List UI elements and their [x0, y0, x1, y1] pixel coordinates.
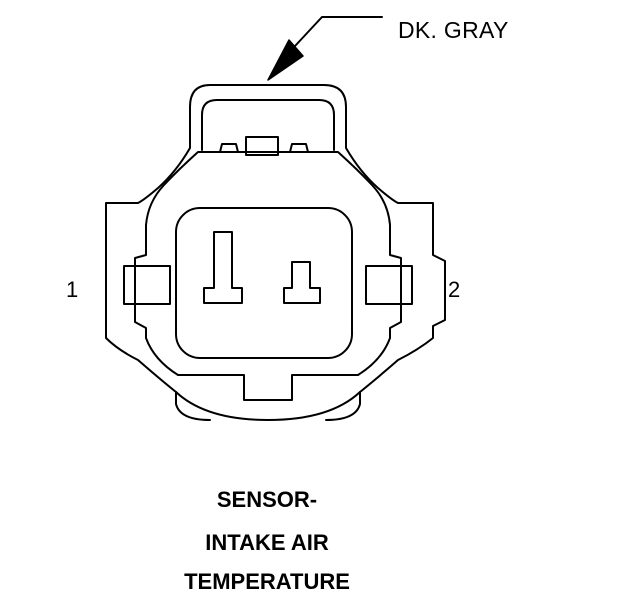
pin-label-2: 2 [448, 277, 461, 302]
latch-outline [201, 99, 335, 151]
bottom-tab [175, 391, 361, 421]
component-title-line-2: INTAKE AIR [205, 530, 329, 555]
component-title-line-3: TEMPERATURE [184, 569, 350, 594]
latch-tab-left [219, 143, 239, 153]
connector-housing-inner [134, 151, 402, 401]
latch-key [245, 136, 279, 156]
component-title-line-1: SENSOR- [216, 487, 318, 512]
terminal-pin-2 [283, 261, 321, 304]
connector-housing-outer [105, 84, 446, 421]
latch-tab-right [289, 143, 309, 153]
wire-color-label: DK. GRAY [398, 17, 509, 43]
side-notch-right [365, 265, 413, 305]
side-notch-left [123, 265, 171, 305]
terminal-pin-1 [203, 231, 243, 304]
terminal-cavity [175, 207, 353, 359]
pin-label-1: 1 [66, 277, 79, 302]
wire-leader [267, 16, 383, 81]
